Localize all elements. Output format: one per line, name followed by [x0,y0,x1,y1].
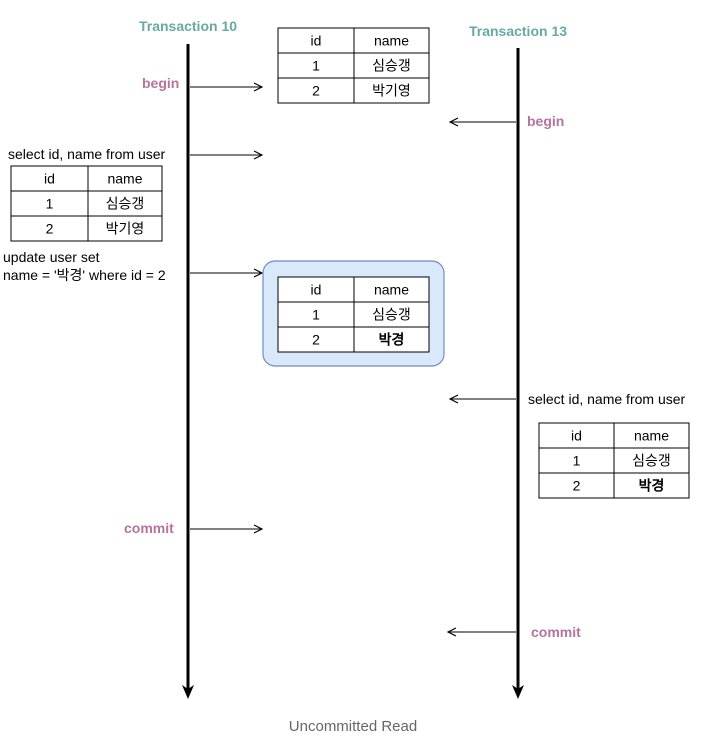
t10-select-label: select id, name from user [8,146,166,162]
transaction-13-title: Transaction 13 [469,23,567,39]
table-cell-box [353,77,430,104]
table-cell: 박기영 [372,83,411,99]
table-header-cell: name [374,33,409,49]
table-cell: 2 [46,221,54,237]
t10-begin-label: begin [142,75,179,91]
table-cell: 2 [312,332,320,348]
table-header-cell: name [374,282,409,298]
t13-commit-label: commit [531,624,581,640]
table-cell-box [613,447,690,474]
table-cell: 2 [312,83,320,99]
table-cell-box [353,301,430,328]
table-cell-box [10,190,89,217]
table-cell: 1 [46,196,54,212]
transaction-10-title: Transaction 10 [139,18,237,34]
table-cell-box [353,326,430,353]
table-cell: 심승갱 [372,307,411,323]
table-cell: 박기영 [106,221,145,237]
t10-update-label-line2: name = '박경' where id = 2 [3,267,166,283]
t13-read-table: id name 1 심승갱 2 박경 [538,422,690,499]
table-cell-box [277,77,355,104]
table-cell: 1 [312,307,320,323]
table-header-cell: id [44,171,55,187]
table-cell-box [277,326,355,353]
table-cell-box [277,27,355,54]
t10-read-table: id name 1 심승갱 2 박기영 [10,165,163,242]
table-cell-box [87,190,163,217]
table-cell: 심승갱 [106,196,145,212]
table-cell: 2 [573,478,581,494]
table-cell: 1 [312,58,320,74]
table-cell: 심승갱 [632,453,671,469]
t10-update-label-line1: update user set [3,249,100,265]
table-cell: 심승갱 [372,58,411,74]
table-header-cell: name [107,171,142,187]
table-cell: 박경 [379,332,405,348]
table-cell-box [613,472,690,499]
table-cell-box [10,165,89,192]
table-header-cell: id [311,33,322,49]
table-cell-box [353,52,430,79]
table-cell-box [87,215,163,242]
t13-select-label: select id, name from user [528,391,686,407]
table-cell: 박경 [639,478,665,494]
table-cell-box [353,27,430,54]
table-header-cell: name [634,428,669,444]
t10-commit-label: commit [124,520,174,536]
t13-begin-label: begin [527,113,564,129]
table-header-cell: id [571,428,582,444]
initial-table: id name 1 심승갱 2 박기영 [277,27,430,104]
uncommitted-table: id name 1 심승갱 2 박경 [277,276,430,353]
table-cell-box [613,422,690,449]
diagram-caption: Uncommitted Read [289,718,417,735]
table-cell: 1 [573,453,581,469]
table-cell-box [10,215,89,242]
table-header-cell: id [311,282,322,298]
